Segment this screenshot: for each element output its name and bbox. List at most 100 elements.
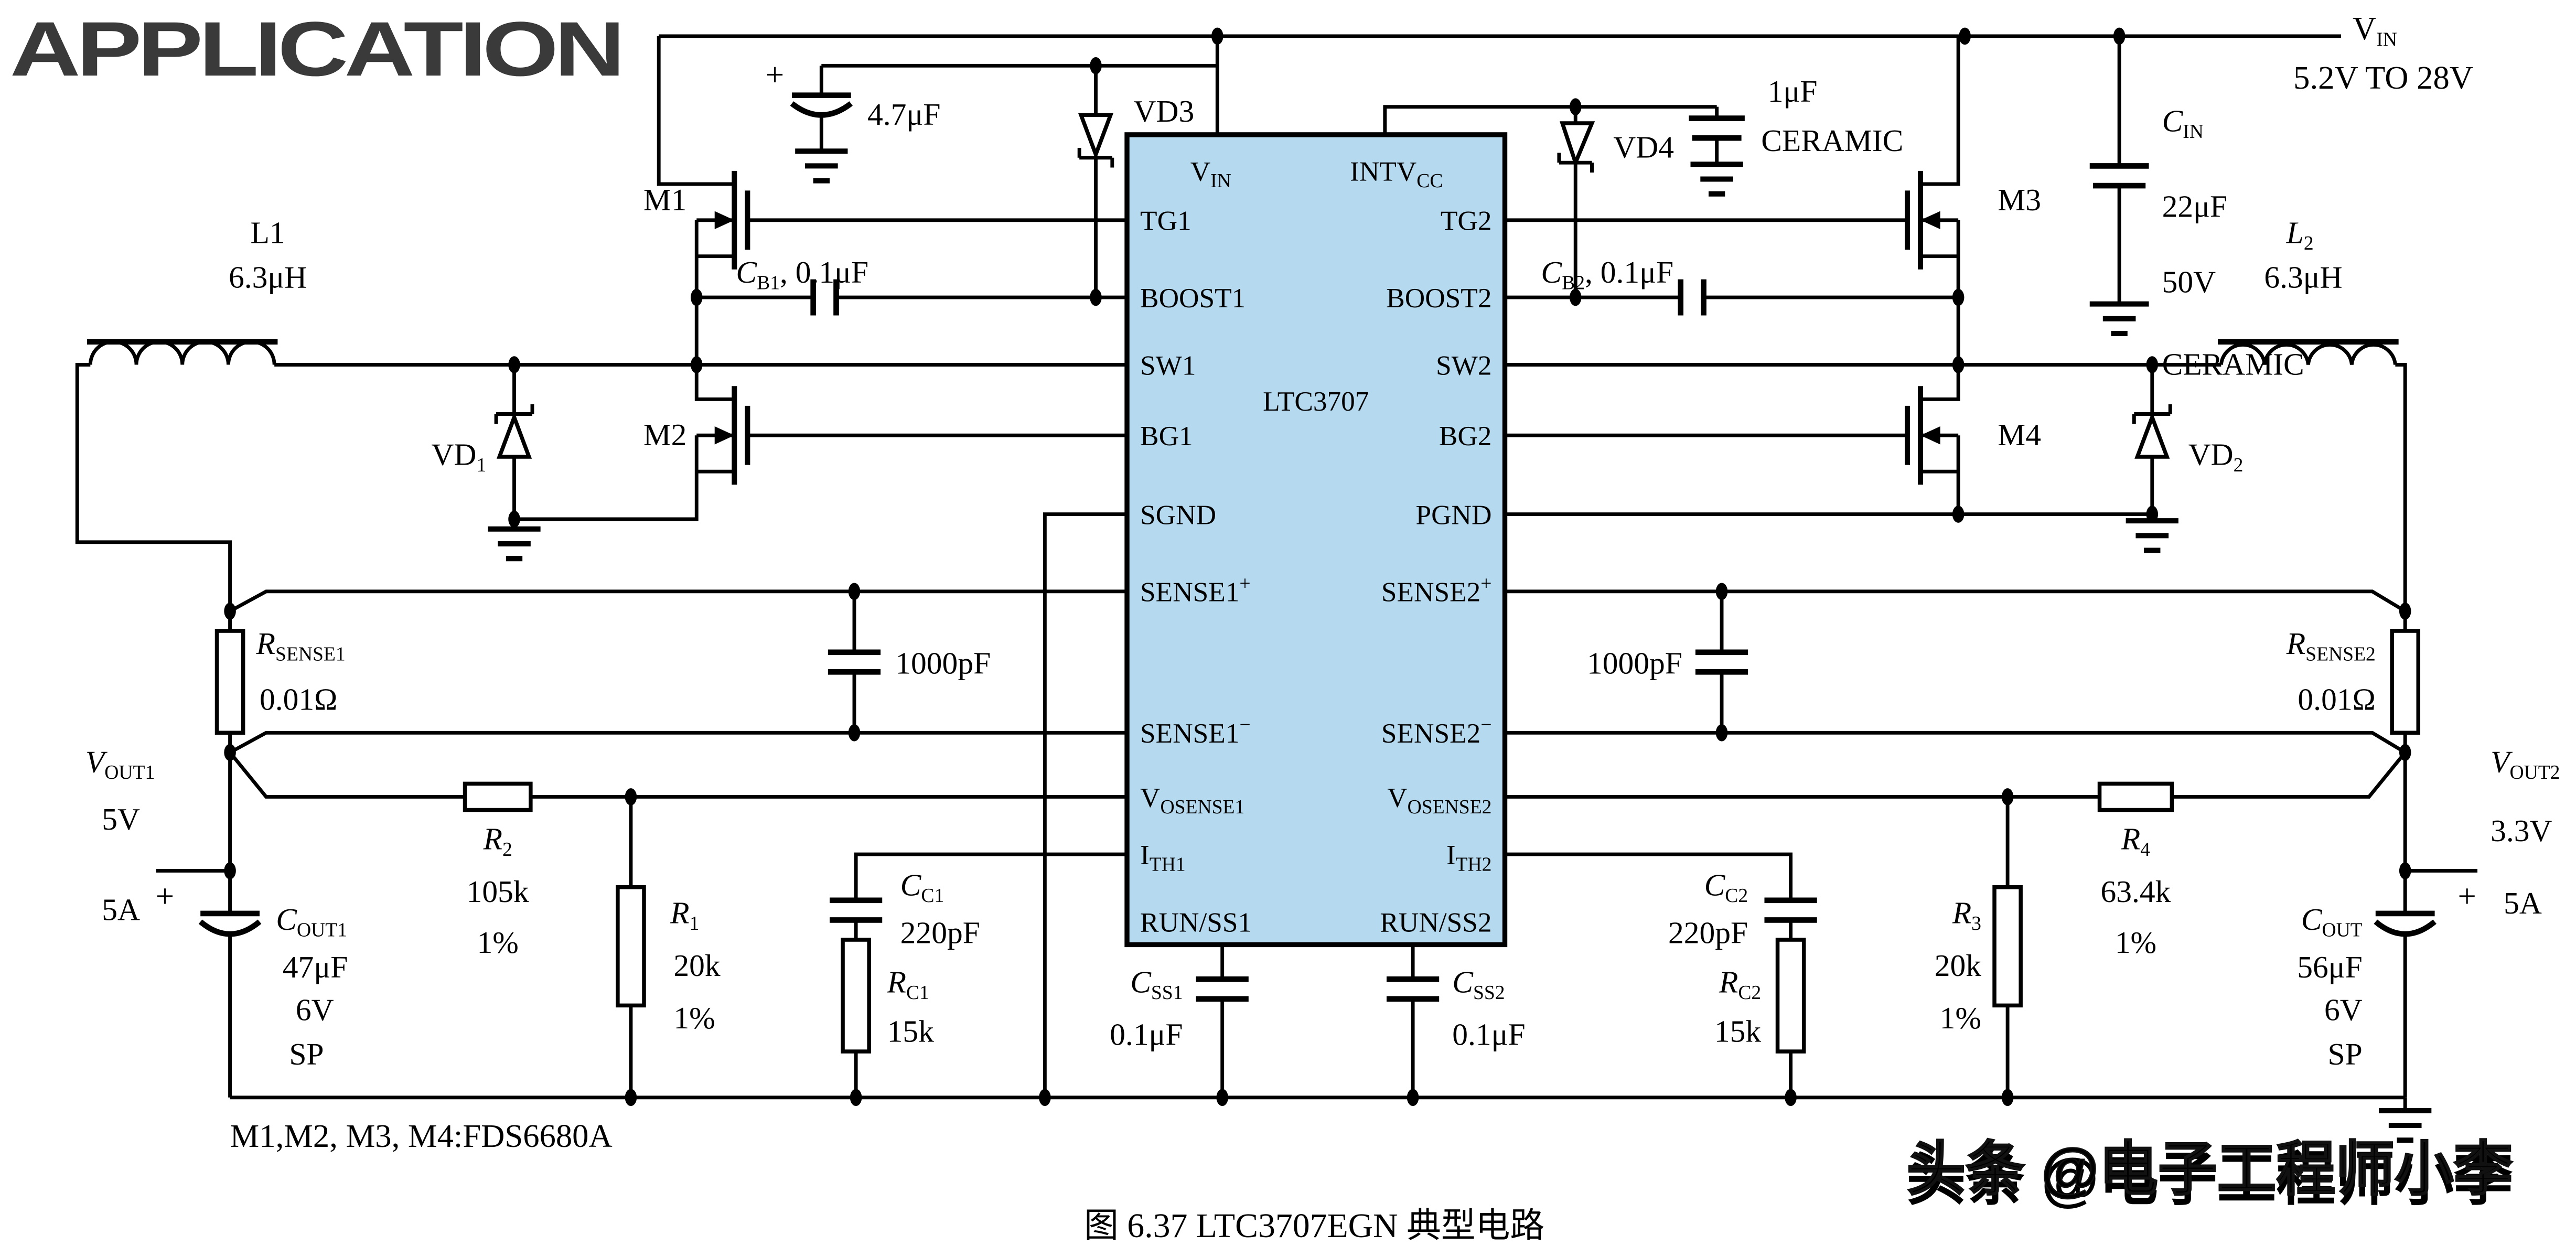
label-cb2: CB2, 0.1μF (1541, 255, 1673, 294)
capacitor-cc1 (829, 897, 883, 923)
label-rsense2: RSENSE2 (2286, 626, 2376, 665)
capacitor-css1 (1196, 976, 1249, 1002)
label-vin-range: 5.2V TO 28V (2293, 59, 2473, 96)
label-r2-tolerance: 1% (477, 925, 519, 960)
label-rsense1-value: 0.01Ω (260, 682, 337, 716)
label-cc2: CC2 (1704, 867, 1748, 907)
ground-symbols (488, 148, 2432, 1143)
label-cap-4u7: 4.7μF (867, 97, 940, 132)
label-rc1: RC1 (887, 964, 929, 1004)
pin-label-runss2: RUN/SS2 (1380, 907, 1491, 938)
pin-label-sgnd: SGND (1140, 499, 1216, 530)
label-vd1: VD1 (432, 437, 487, 477)
label-r4-value: 63.4k (2100, 874, 2171, 909)
label-cc1: CC1 (900, 867, 944, 907)
label-cout-value: 56μF (2297, 950, 2363, 984)
mosfet-arrow-icon (1920, 211, 1940, 230)
label-r4: R4 (2121, 822, 2150, 861)
label-vout2: VOUT2 (2491, 744, 2560, 783)
label-rsense2-value: 0.01Ω (2298, 682, 2375, 716)
ground-icon (1690, 162, 1743, 197)
label-vout1-current: 5A (102, 892, 140, 927)
label-cout-voltage: 6V (2324, 993, 2363, 1027)
label-rc2: RC2 (1719, 964, 1761, 1004)
resistor-r3 (1992, 885, 2023, 1008)
label-cin-value: 22μF (2162, 189, 2228, 224)
label-cout1-value: 47μF (283, 950, 348, 984)
label-m1: M1 (643, 182, 687, 217)
capacitor-cc2 (1764, 897, 1817, 923)
mosfet-arrow-icon (1920, 426, 1940, 445)
junction-dots (224, 27, 2411, 1107)
note-mosfet-types: M1,M2, M3, M4:FDS6680A (230, 1118, 613, 1154)
diode-vd2 (2132, 404, 2172, 459)
plus-sign-cout: + (2457, 877, 2476, 914)
label-vout1: VOUT1 (85, 744, 155, 783)
capacitor-cout1-bottom-plate (198, 919, 262, 937)
label-cc2-value: 220pF (1668, 915, 1748, 950)
label-cout1: COUT1 (276, 902, 347, 941)
pin-label-intvcc: INTVCC (1350, 156, 1443, 192)
pin-label-tg2: TG2 (1441, 206, 1492, 237)
inductor-l2 (2218, 339, 2399, 365)
pin-label-sense1-plus: SENSE1+ (1140, 573, 1251, 608)
pin-label-pgnd: PGND (1415, 499, 1491, 530)
label-r3: R3 (1952, 896, 1981, 935)
inductor-l1 (87, 339, 278, 365)
capacitor-css2 (1386, 976, 1440, 1002)
resistor-rsense2 (2390, 629, 2421, 735)
label-cout1-voltage: 6V (296, 993, 334, 1027)
capacitor-4u7-bottom-plate (790, 101, 853, 118)
capacitor-1000pf-right (1695, 649, 1748, 675)
ground-icon (2126, 518, 2178, 553)
mosfet-arrow-icon (714, 426, 735, 445)
capacitor-cin (2089, 163, 2149, 189)
label-vout1-voltage: 5V (102, 802, 140, 836)
label-cout: COUT (2301, 902, 2363, 941)
label-m3: M3 (1998, 182, 2041, 217)
pin-label-vosense2: VOSENSE2 (1387, 782, 1491, 818)
chip-name: LTC3707 (1263, 386, 1369, 417)
resistor-bodies (214, 629, 2421, 1054)
label-r3-tolerance: 1% (1940, 1001, 1981, 1035)
label-vout2-voltage: 3.3V (2491, 813, 2552, 848)
mosfet-m4 (1904, 386, 1940, 485)
logo: APPLICATION (10, 6, 621, 92)
label-css1-value: 0.1μF (1110, 1017, 1183, 1052)
label-m4: M4 (1998, 417, 2041, 452)
label-r1: R1 (670, 896, 699, 935)
label-l2-value: 6.3μH (2264, 260, 2342, 294)
label-r4-tolerance: 1% (2115, 925, 2156, 960)
mosfet-m3 (1904, 170, 1940, 270)
pin-label-bg2: BG2 (1439, 421, 1492, 452)
capacitor-1uf (1689, 115, 1745, 141)
ground-icon (2089, 301, 2149, 336)
pin-label-ith2: ITH2 (1446, 840, 1492, 876)
pin-label-sense2-plus: SENSE2+ (1381, 573, 1492, 608)
resistor-rsense1 (214, 629, 245, 735)
label-rc1-value: 15k (887, 1014, 935, 1048)
label-1000pf-left: 1000pF (895, 646, 991, 680)
label-r3-value: 20k (1935, 948, 1982, 983)
label-r2-value: 105k (467, 874, 529, 909)
label-vd2: VD2 (2188, 437, 2244, 477)
pin-label-runss1: RUN/SS1 (1140, 907, 1252, 938)
capacitor-1000pf-left (828, 649, 881, 675)
label-vd3: VD3 (1134, 94, 1195, 128)
pin-label-vin: VIN (1190, 156, 1231, 192)
diode-vd4 (1557, 121, 1595, 173)
mosfet-m2 (714, 386, 750, 485)
ground-icon (2379, 1108, 2432, 1143)
label-cout-type: SP (2328, 1037, 2363, 1071)
label-cb1: CB1, 0.1μF (736, 255, 868, 294)
label-rsense1: RSENSE1 (256, 626, 346, 665)
label-rc2-value: 15k (1714, 1014, 1762, 1048)
pin-label-ith1: ITH1 (1140, 840, 1186, 876)
ground-icon (795, 148, 848, 184)
diode-vd1 (494, 404, 534, 459)
label-l1-value: 6.3μH (229, 260, 307, 294)
figure-caption: 图 6.37 LTC3707EGN 典型电路 (1084, 1207, 1544, 1245)
label-1000pf-right: 1000pF (1587, 646, 1682, 680)
diode-vd3 (1077, 113, 1114, 168)
